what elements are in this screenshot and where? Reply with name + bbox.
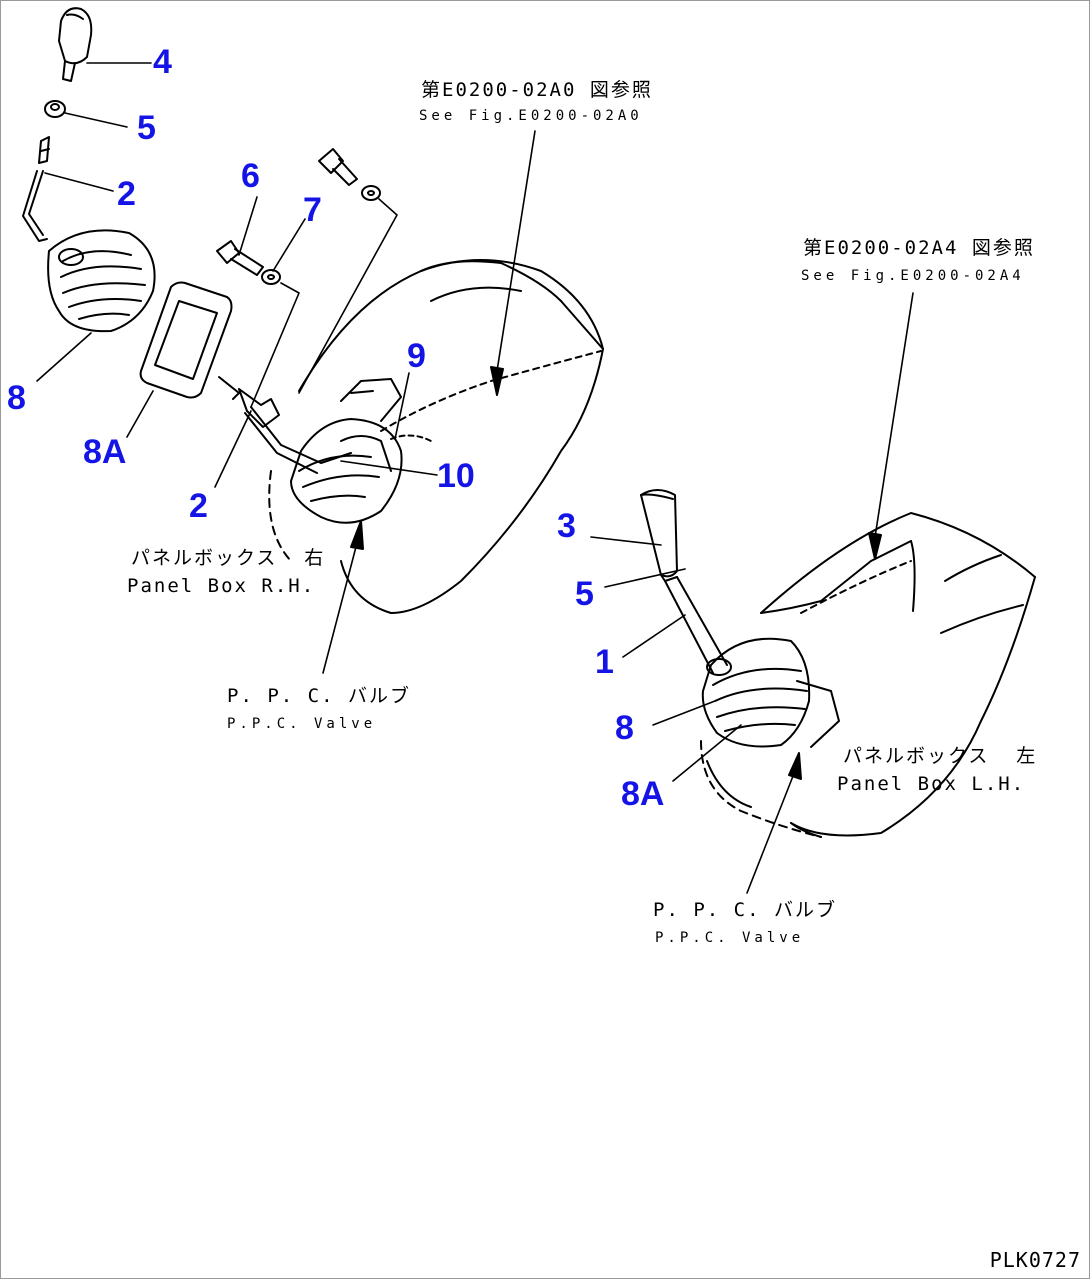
ref-a0-en: See Fig.E0200-02A0 <box>419 108 643 124</box>
ppc-arrow-lh <box>746 752 802 894</box>
ref-a0-jp: 第E0200-02A0 図参照 <box>421 79 653 101</box>
bolt-part-6 <box>216 240 264 276</box>
leader-lines-left <box>36 62 438 488</box>
bolt-part-9-top <box>318 148 381 201</box>
washer-part-7 <box>261 269 281 285</box>
assembly-lines <box>250 198 398 408</box>
callout-8b: 8 <box>615 709 634 747</box>
panel-box-lh <box>700 512 1036 838</box>
callout-8: 8 <box>7 379 26 417</box>
ppc-valve-en: P.P.C. Valve <box>227 716 377 732</box>
boot-part-8 <box>47 229 156 333</box>
callout-8Ab: 8A <box>621 775 665 813</box>
leader-lines-right <box>590 536 742 782</box>
ppc-valve-jp-2: P. P. C. バルブ <box>653 899 837 921</box>
lever-part-1 <box>640 489 728 674</box>
callout-6: 6 <box>241 157 260 195</box>
ref-arrow-a0 <box>490 130 536 396</box>
callout-5b: 5 <box>575 575 594 613</box>
ref-arrow-a4 <box>868 292 914 560</box>
callout-2: 2 <box>117 175 136 213</box>
callout-2b: 2 <box>189 487 208 525</box>
panel-rh-jp: パネルボックス 右 <box>131 547 326 569</box>
panel-lh-en: Panel Box L.H. <box>837 773 1026 795</box>
panel-rh-en: Panel Box R.H. <box>127 575 316 597</box>
drawing-code: PLK0727 <box>989 1248 1081 1272</box>
panel-box-rh <box>268 259 604 614</box>
callout-5: 5 <box>137 109 156 147</box>
callout-9: 9 <box>407 337 426 375</box>
ppc-arrow-rh <box>322 520 364 674</box>
ppc-valve-jp: P. P. C. バルブ <box>227 685 411 707</box>
callout-4: 4 <box>153 43 172 81</box>
knob-part-4 <box>58 7 93 82</box>
callout-1: 1 <box>595 643 614 681</box>
nut-part-5 <box>44 100 66 118</box>
ref-a4-en: See Fig.E0200-02A4 <box>801 268 1025 284</box>
lever-part-2 <box>22 136 50 242</box>
panel-lh-jp: パネルボックス 左 <box>843 745 1038 767</box>
ppc-valve-en-2: P.P.C. Valve <box>655 930 805 946</box>
frame-part-8A <box>139 281 233 399</box>
callout-8A: 8A <box>83 433 127 471</box>
boot-part-8-right <box>701 637 840 748</box>
ref-a4-jp: 第E0200-02A4 図参照 <box>803 237 1035 259</box>
callout-7: 7 <box>303 191 322 229</box>
callout-3: 3 <box>557 507 576 545</box>
callout-10: 10 <box>437 457 475 495</box>
